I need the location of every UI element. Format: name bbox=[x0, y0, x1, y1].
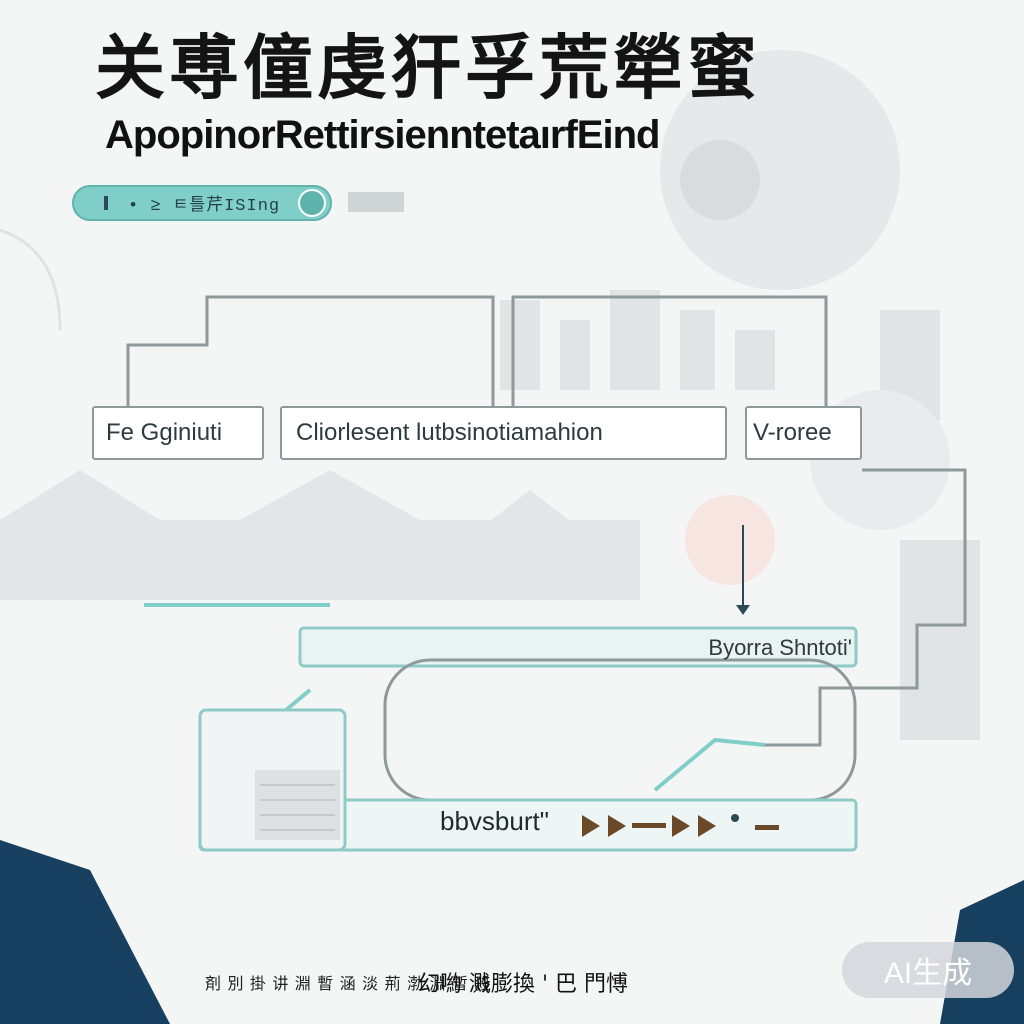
bar-label: Byorra Shntoti' bbox=[708, 635, 852, 660]
ai-generated-badge: AI生成 bbox=[842, 942, 1014, 998]
page-title-english: ApopinorRettirsienntetaırfEind bbox=[105, 113, 660, 157]
pill-label: • ≥ ㅌ틀芹ISIng bbox=[128, 197, 281, 216]
flow-box-2: Cliorlesent lutbsinotiamahion bbox=[280, 406, 727, 460]
pill-marker-icon bbox=[104, 196, 108, 210]
tag-pill-button[interactable]: • ≥ ㅌ틀芹ISIng bbox=[72, 185, 332, 221]
footer-text-middle: 幻喲 溅膨換 ' 巴 門愽 bbox=[418, 972, 629, 997]
navy-corner-shape bbox=[0, 840, 170, 1024]
bottom-bar-label: bbvsburt" bbox=[440, 806, 549, 836]
circle-arrow-icon bbox=[298, 189, 326, 217]
page-title-chinese: 关尃僮虔犴孚荒犖蜜 bbox=[95, 26, 761, 109]
footer-text-left: 剤 別 掛 讲 淵 暫 涵 淡 荊 渤 淵 暫 殺 bbox=[205, 976, 492, 993]
pill-placeholder-bar bbox=[348, 192, 404, 212]
flow-box-3: V-roree bbox=[745, 406, 862, 460]
flow-box-1: Fe Gginiuti bbox=[92, 406, 264, 460]
